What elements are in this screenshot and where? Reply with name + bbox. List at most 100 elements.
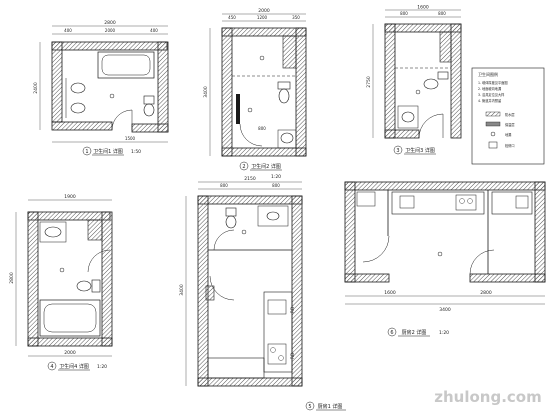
- wall: [27, 211, 39, 347]
- plan-title: 卫生间1 详图: [93, 148, 123, 155]
- legend-line: 4. 管道井内预留: [478, 98, 501, 103]
- wall: [51, 41, 63, 123]
- legend-box: 卫生间图例 1. 墙体厚度见平面图 2. 地面坡向地漏 3. 洁具定位见大样 4…: [471, 67, 545, 165]
- wall: [101, 211, 113, 347]
- plan-bathroom-3: 1600 800 800 2750 3 卫生间3 详图: [366, 5, 462, 155]
- wall: [344, 181, 546, 191]
- pipe-shaft: [439, 31, 452, 63]
- plan-scale: 1:50: [131, 149, 141, 155]
- plan-number-circle: [393, 145, 403, 155]
- legend-swatch: [485, 111, 501, 117]
- wall: [27, 337, 113, 347]
- wall: [51, 121, 113, 131]
- plan-bathroom-4: 1900 2800 2000 4 卫生间4 详图 1:20: [9, 194, 113, 371]
- plan-number-circle: [239, 161, 249, 171]
- legend-title: 卫生间图例: [478, 71, 498, 77]
- plan-title: 厨房2 详图: [402, 329, 427, 336]
- dim-top: 2800: [104, 20, 116, 26]
- plan-number: 6: [390, 330, 393, 336]
- dim-bottom: 2000: [64, 350, 76, 356]
- washbasin: [44, 226, 62, 238]
- floor-drain: [259, 55, 265, 61]
- wall: [131, 123, 169, 133]
- washbasin: [401, 111, 415, 123]
- legend-line: 3. 洁具定位见大样: [478, 92, 505, 97]
- kitchen-counter: [391, 191, 485, 215]
- legend-swatch: [485, 121, 501, 127]
- floor-drain: [437, 251, 443, 257]
- dim-bottom-part: 1600: [384, 290, 396, 296]
- floor-drain: [59, 267, 65, 273]
- wall: [221, 27, 307, 37]
- plan-title: 卫生间2 详图: [251, 163, 281, 170]
- wall: [384, 23, 396, 139]
- wall: [384, 129, 420, 139]
- washbasin: [70, 102, 86, 114]
- dim-top-part: 800: [220, 183, 228, 188]
- legend-line: 1. 墙体厚度见平面图: [478, 80, 508, 85]
- plan-number-circle: [82, 146, 92, 156]
- plan-bathroom-1: 2800 400 2000 400 2400 1500 1 卫生间1 详图 1:…: [33, 20, 169, 156]
- plan-title: 卫生间4 详图: [59, 363, 89, 370]
- dim-left: 3400: [179, 284, 185, 296]
- legend-item: 保温层: [505, 122, 515, 127]
- stove: [267, 343, 287, 365]
- plan-title: 厨房1 详图: [318, 403, 343, 410]
- dim-top-part: 350: [292, 15, 300, 20]
- plan-number-circle: [305, 401, 315, 411]
- plan-scale: 1:20: [97, 364, 107, 370]
- pipe-shaft: [282, 35, 297, 69]
- toilet: [143, 95, 155, 105]
- legend-swatch: [488, 141, 498, 149]
- watermark: zhulong.com: [434, 388, 541, 406]
- washbasin: [356, 191, 376, 207]
- dim-top: 2000: [258, 8, 270, 14]
- wall: [295, 27, 307, 157]
- dim-top-part: 400: [64, 28, 72, 33]
- sink: [399, 195, 415, 209]
- plan-number: 1: [85, 149, 88, 155]
- dim-left: 2800: [9, 272, 15, 284]
- dim-inner: 800: [258, 126, 266, 131]
- sink: [267, 299, 287, 315]
- toilet: [91, 279, 101, 293]
- plan-number: 5: [308, 404, 311, 410]
- plan-bathroom-2: 2000 450 1200 350 3400 800 2 卫生间2 详图 1:2…: [203, 8, 307, 180]
- pipe-label-rd: RD: [290, 352, 296, 359]
- dim-left: 3400: [203, 86, 209, 98]
- wall: [450, 23, 462, 139]
- sink: [515, 195, 529, 209]
- dim-top-part: 400: [150, 28, 158, 33]
- plan-number: 2: [242, 164, 245, 170]
- dim-top: 2150: [244, 176, 256, 182]
- dim-bottom: 1500: [125, 136, 136, 141]
- legend-item: 检修口: [505, 143, 515, 148]
- bathtub: [39, 299, 101, 337]
- pipe-shaft: [87, 219, 103, 241]
- stove: [455, 194, 477, 211]
- dim-top: 1600: [417, 5, 429, 11]
- dim-top: 1900: [64, 194, 76, 200]
- partition: [236, 94, 240, 124]
- plan-kitchen-2: 1600 2800 3400 6 厨房2 详图 1:20: [344, 181, 546, 337]
- plan-scale: 1:20: [271, 174, 281, 180]
- plan-number: 3: [396, 148, 399, 154]
- floor-drain: [247, 107, 253, 113]
- plan-number-circle: [387, 327, 397, 337]
- wall: [469, 273, 546, 283]
- dim-top-part: 2000: [105, 28, 116, 33]
- bathtub: [97, 51, 155, 79]
- legend-line: 2. 地面坡向地漏: [478, 86, 501, 91]
- dim-top-part: 800: [272, 183, 280, 188]
- washbasin: [266, 211, 280, 221]
- wall: [344, 273, 390, 283]
- legend-swatch: [490, 131, 496, 137]
- floor-drain: [241, 229, 247, 235]
- plan-kitchen-1: RD RD 2150 800 800 3400 5 厨房1 详图: [179, 176, 346, 411]
- wall: [157, 41, 169, 133]
- wall: [344, 181, 356, 283]
- dim-bottom-part: 2800: [480, 290, 492, 296]
- dim-top-part: 800: [438, 11, 446, 16]
- washbasin: [70, 82, 86, 94]
- floor-drain: [109, 93, 115, 99]
